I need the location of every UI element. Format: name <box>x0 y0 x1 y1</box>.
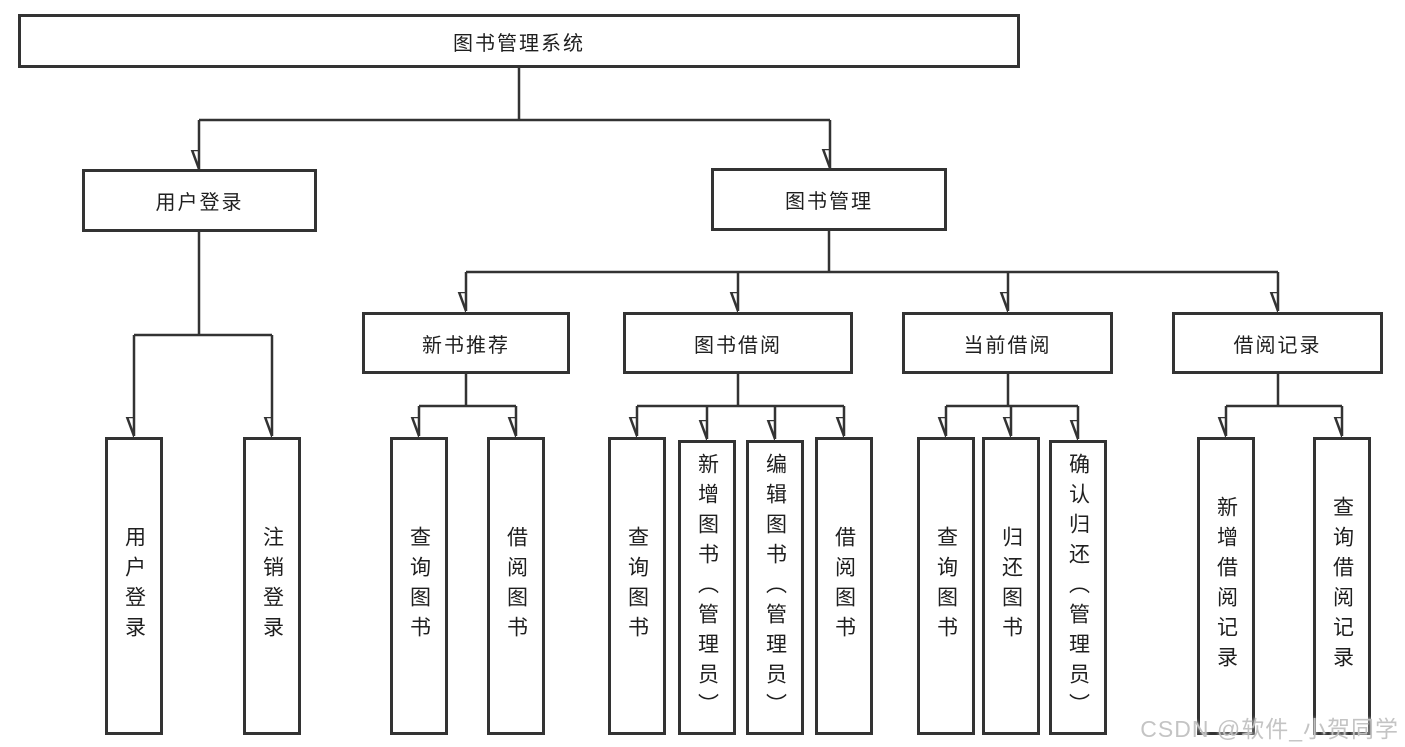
node-book-management-label: 图书管理 <box>785 191 873 213</box>
leaf-query-book-3: 查询图书 <box>917 437 975 735</box>
leaf-return-book: 归还图书 <box>982 437 1040 735</box>
node-new-book-recommend: 新书推荐 <box>362 312 570 374</box>
leaf-logout: 注销登录 <box>243 437 301 735</box>
node-current-borrow-label: 当前借阅 <box>963 334 1052 357</box>
leaf-user-login-label: 用户登录 <box>122 526 146 646</box>
leaf-add-book-admin: 新增图书（管理员） <box>678 440 736 735</box>
edge-book-borrow-split <box>637 374 844 408</box>
node-current-borrow: 当前借阅 <box>902 312 1113 374</box>
edge-borrow-record-split <box>1226 374 1342 408</box>
leaf-query-book-1: 查询图书 <box>390 437 448 735</box>
leaf-add-borrow-record-label: 新增借阅记录 <box>1214 496 1238 676</box>
edge-root-split <box>199 68 830 122</box>
leaf-borrow-book-2: 借阅图书 <box>815 437 873 735</box>
leaf-edit-book-admin-label: 编辑图书（管理员） <box>763 452 787 723</box>
leaf-query-book-2-label: 查询图书 <box>625 526 649 646</box>
edge-new-book-split <box>419 374 516 408</box>
node-book-management: 图书管理 <box>711 168 947 231</box>
node-borrow-record: 借阅记录 <box>1172 312 1383 374</box>
node-root-library-management-system: 图书管理系统 <box>18 14 1020 68</box>
leaf-borrow-book-1-label: 借阅图书 <box>504 526 528 646</box>
leaf-edit-book-admin: 编辑图书（管理员） <box>746 440 804 735</box>
leaf-query-book-3-label: 查询图书 <box>934 526 958 646</box>
node-user-login-label: 用户登录 <box>155 192 244 214</box>
leaf-borrow-book-1: 借阅图书 <box>487 437 545 735</box>
node-book-borrow: 图书借阅 <box>623 312 853 374</box>
edge-user-login-split <box>134 232 272 337</box>
leaf-confirm-return-admin-label: 确认归还（管理员） <box>1066 452 1090 723</box>
leaf-logout-label: 注销登录 <box>260 526 284 646</box>
leaf-query-borrow-record-label: 查询借阅记录 <box>1330 496 1354 676</box>
csdn-watermark: CSDN @软件_小贺同学 <box>1140 716 1399 742</box>
leaf-user-login: 用户登录 <box>105 437 163 735</box>
leaf-confirm-return-admin: 确认归还（管理员） <box>1049 440 1107 735</box>
leaf-query-book-2: 查询图书 <box>608 437 666 735</box>
leaf-query-borrow-record: 查询借阅记录 <box>1313 437 1371 735</box>
edge-current-borrow-split <box>946 374 1078 408</box>
node-borrow-record-label: 借阅记录 <box>1233 334 1322 357</box>
leaf-borrow-book-2-label: 借阅图书 <box>832 526 856 646</box>
node-new-book-recommend-label: 新书推荐 <box>422 334 510 357</box>
node-user-login: 用户登录 <box>82 169 317 232</box>
leaf-add-book-admin-label: 新增图书（管理员） <box>695 452 719 723</box>
leaf-return-book-label: 归还图书 <box>999 526 1023 646</box>
edge-book-management-split <box>466 231 1278 274</box>
node-book-borrow-label: 图书借阅 <box>694 334 782 357</box>
node-root-label: 图书管理系统 <box>453 32 585 55</box>
leaf-add-borrow-record: 新增借阅记录 <box>1197 437 1255 735</box>
leaf-query-book-1-label: 查询图书 <box>407 526 431 646</box>
